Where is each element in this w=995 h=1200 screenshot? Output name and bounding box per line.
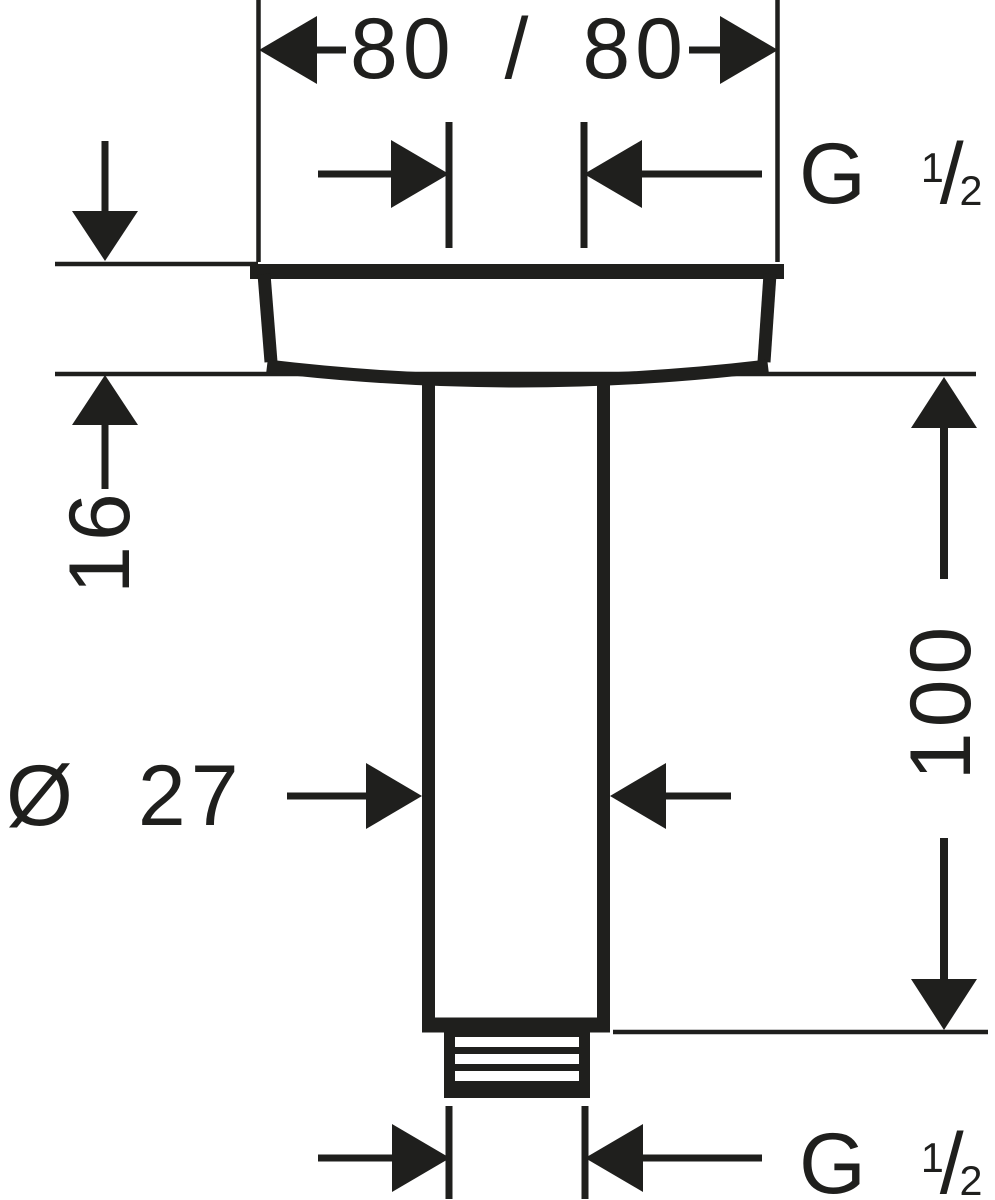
threaded-end bbox=[444, 1030, 590, 1098]
arrowhead-right-icon bbox=[720, 16, 778, 84]
arrowhead-down-icon bbox=[72, 211, 138, 261]
plate-depth-label: 16 bbox=[52, 488, 148, 594]
dimension-pipe-diameter bbox=[287, 763, 731, 829]
arrowhead-left-pointing-icon bbox=[610, 763, 666, 829]
escutcheon-plate bbox=[250, 264, 784, 388]
fraction-numerator: 1 bbox=[920, 144, 944, 191]
fraction-denominator: 2 bbox=[959, 168, 983, 215]
thread-top-fraction: 1/2 bbox=[921, 131, 983, 217]
dimension-pipe-length bbox=[613, 377, 988, 1035]
fraction-slash: / bbox=[939, 126, 964, 222]
thread-bottom-fraction: 1/2 bbox=[921, 1121, 983, 1200]
fraction-slash: / bbox=[939, 1116, 964, 1200]
plate-bottom-curve bbox=[266, 359, 769, 388]
arrowhead-right-pointing-icon bbox=[392, 1124, 450, 1192]
dimension-thread-bottom bbox=[318, 1106, 762, 1199]
thread-groove bbox=[455, 1037, 579, 1047]
thread-bottom-prefix: G bbox=[799, 1116, 871, 1200]
dimension-plate-width bbox=[256, 0, 780, 262]
thread-groove bbox=[455, 1054, 579, 1064]
diameter-value: 27 bbox=[137, 748, 244, 844]
arrowhead-right-pointing-icon bbox=[366, 763, 422, 829]
fraction-numerator: 1 bbox=[920, 1134, 944, 1181]
arrowhead-up-icon bbox=[911, 377, 977, 428]
plate-width-label: 80 / 80 bbox=[350, 1, 688, 97]
dimension-thread-top bbox=[318, 122, 762, 248]
arrowhead-left-pointing-icon bbox=[585, 1124, 643, 1192]
plate-top-bar bbox=[250, 264, 784, 279]
arrowhead-down-icon bbox=[911, 979, 977, 1030]
thread-top-prefix: G bbox=[799, 126, 871, 222]
plate-wall-right bbox=[757, 273, 777, 363]
pipe-length-label: 100 bbox=[893, 621, 989, 781]
arrowhead-up-icon bbox=[72, 375, 138, 425]
diameter-symbol: Ø bbox=[6, 748, 78, 844]
plate-wall-left bbox=[257, 273, 278, 363]
dimension-plate-depth bbox=[72, 141, 138, 489]
arrowhead-right-pointing-icon bbox=[391, 140, 449, 208]
fraction-denominator: 2 bbox=[959, 1158, 983, 1200]
arrowhead-left-pointing-icon bbox=[584, 140, 642, 208]
thread-groove bbox=[455, 1071, 579, 1081]
arrowhead-left-icon bbox=[259, 16, 317, 84]
connection-pipe bbox=[422, 377, 610, 1033]
